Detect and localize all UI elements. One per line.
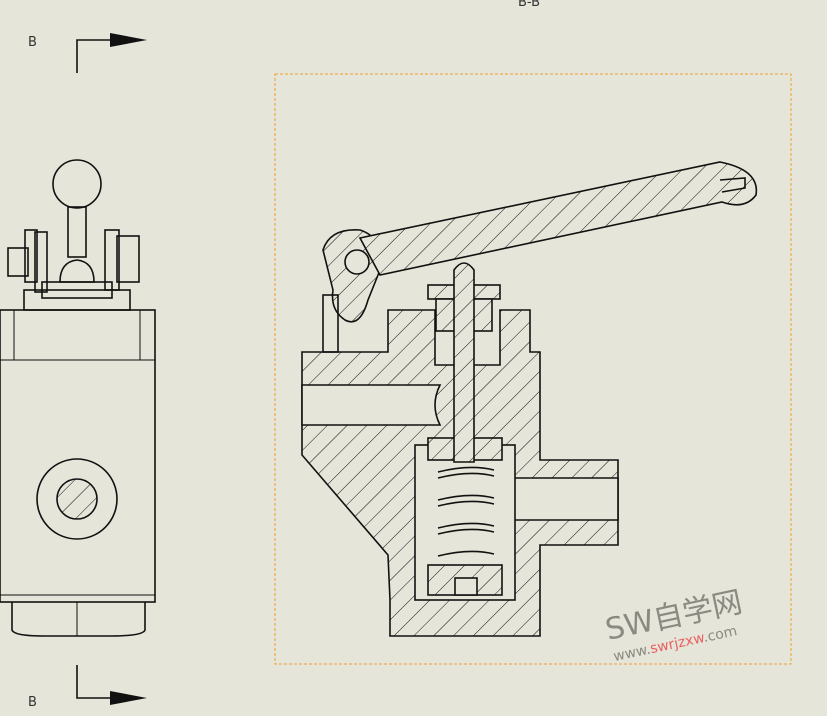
spring <box>437 466 495 557</box>
section-label-bottom: B <box>28 695 37 710</box>
section-title: B-B <box>518 0 540 10</box>
section-label-top: B <box>28 35 37 50</box>
svg-text:www.swrjzxw.com: www.swrjzxw.com <box>612 623 739 665</box>
view-selection-border <box>274 73 792 665</box>
section-view[interactable] <box>301 161 758 637</box>
watermark-logo: SW自学网 www.swrjzxw.com <box>602 585 745 665</box>
side-view[interactable] <box>0 159 156 637</box>
section-arrow-top: B <box>28 33 147 73</box>
section-arrow-bottom: B <box>28 665 147 710</box>
